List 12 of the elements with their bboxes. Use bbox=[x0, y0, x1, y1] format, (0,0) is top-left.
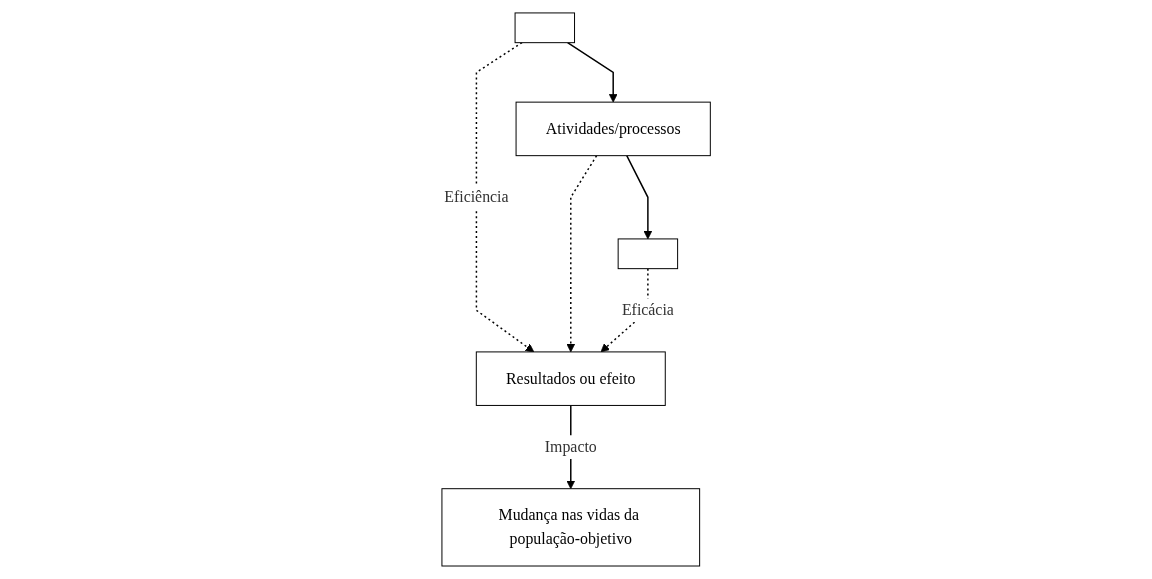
node-box bbox=[617, 238, 678, 270]
arrow bbox=[566, 41, 618, 103]
arrow bbox=[475, 41, 535, 353]
edge-label: Eficiência bbox=[444, 188, 509, 206]
node-box: Mudança nas vidas da população-objetivo bbox=[441, 488, 700, 567]
arrow bbox=[625, 154, 653, 240]
edge-label: Eficácia bbox=[621, 301, 674, 319]
node-box bbox=[514, 12, 575, 44]
node-box: Resultados ou efeito bbox=[475, 351, 666, 406]
node-box: Atividades/processos bbox=[515, 101, 711, 157]
arrow bbox=[566, 154, 598, 353]
edge-label: Impacto bbox=[544, 438, 597, 456]
